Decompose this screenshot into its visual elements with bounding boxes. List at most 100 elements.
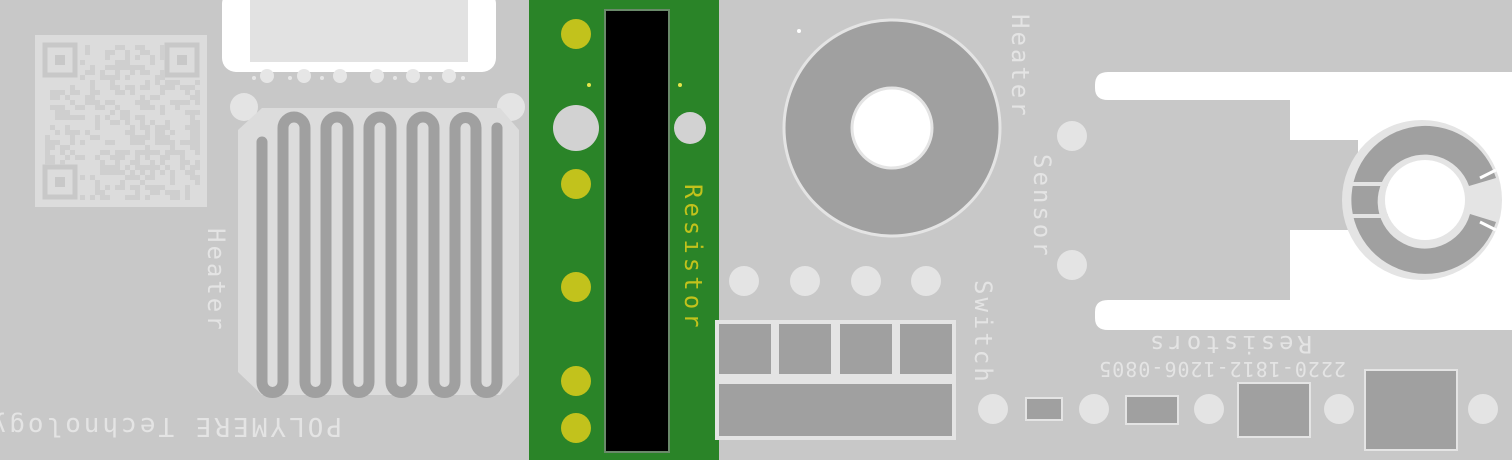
ring-heater: [782, 18, 1002, 238]
qr-module: [185, 190, 190, 195]
qr-module: [135, 45, 140, 50]
qr-module: [140, 120, 145, 125]
qr-code: [35, 35, 207, 207]
qr-module: [170, 130, 175, 135]
qr-module: [80, 105, 85, 110]
qr-module: [125, 130, 130, 135]
qr-module: [100, 150, 105, 155]
qr-module: [125, 50, 130, 55]
qr-module: [180, 165, 185, 170]
qr-module: [105, 55, 110, 60]
qr-module: [105, 170, 110, 175]
qr-module: [130, 85, 135, 90]
qr-module: [140, 95, 145, 100]
qr-module: [160, 110, 165, 115]
qr-module: [165, 125, 170, 130]
qr-module: [50, 105, 55, 110]
qr-module: [160, 45, 165, 50]
qr-module: [145, 100, 150, 105]
qr-module: [115, 60, 120, 65]
qr-module: [105, 65, 110, 70]
qr-module: [145, 105, 150, 110]
qr-module: [90, 70, 95, 75]
qr-module: [130, 175, 135, 180]
qr-module: [145, 135, 150, 140]
qr-module: [55, 95, 60, 100]
qr-module: [50, 95, 55, 100]
mount-hole: [553, 105, 599, 151]
qr-module: [65, 115, 70, 120]
qr-module: [165, 120, 170, 125]
qr-module: [140, 135, 145, 140]
qr-module: [190, 175, 195, 180]
qr-module: [80, 175, 85, 180]
qr-module: [160, 130, 165, 135]
qr-module: [195, 160, 200, 165]
serpentine-heater: [238, 108, 519, 398]
qr-module: [170, 170, 175, 175]
qr-module: [120, 110, 125, 115]
qr-module: [95, 180, 100, 185]
qr-module: [180, 155, 185, 160]
qr-module: [155, 165, 160, 170]
qr-module: [155, 185, 160, 190]
qr-module: [135, 65, 140, 70]
qr-module: [130, 65, 135, 70]
qr-module: [175, 100, 180, 105]
qr-module: [145, 195, 150, 200]
qr-module: [95, 100, 100, 105]
qr-module: [170, 85, 175, 90]
qr-module: [195, 175, 200, 180]
qr-module: [120, 155, 125, 160]
qr-module: [105, 50, 110, 55]
qr-module: [160, 55, 165, 60]
qr-module: [90, 95, 95, 100]
qr-module: [125, 65, 130, 70]
sensor-ring: [1057, 72, 1512, 330]
qr-module: [55, 130, 60, 135]
qr-module: [195, 80, 200, 85]
qr-module: [90, 90, 95, 95]
qr-module: [195, 150, 200, 155]
qr-module: [90, 195, 95, 200]
qr-module: [85, 45, 90, 50]
qr-module: [130, 90, 135, 95]
qr-module: [70, 85, 75, 90]
qr-module: [100, 190, 105, 195]
qr-module: [145, 165, 150, 170]
qr-module: [105, 165, 110, 170]
qr-module: [195, 90, 200, 95]
qr-module: [140, 180, 145, 185]
qr-module: [140, 165, 145, 170]
qr-module: [140, 105, 145, 110]
qr-module: [190, 120, 195, 125]
qr-module: [165, 135, 170, 140]
qr-module: [75, 130, 80, 135]
qr-module: [145, 50, 150, 55]
qr-module: [120, 60, 125, 65]
gold-pad: [561, 19, 591, 49]
qr-module: [190, 130, 195, 135]
qr-module: [70, 100, 75, 105]
qr-module: [140, 45, 145, 50]
qr-module: [180, 85, 185, 90]
qr-module: [105, 75, 110, 80]
qr-module: [170, 140, 175, 145]
qr-module: [185, 195, 190, 200]
qr-module: [115, 45, 120, 50]
qr-module: [160, 155, 165, 160]
qr-module: [135, 195, 140, 200]
qr-module: [115, 150, 120, 155]
qr-module: [95, 90, 100, 95]
qr-module: [55, 90, 60, 95]
qr-module: [135, 115, 140, 120]
qr-module: [140, 100, 145, 105]
qr-module: [190, 95, 195, 100]
qr-module: [125, 175, 130, 180]
qr-module: [155, 190, 160, 195]
qr-module: [195, 145, 200, 150]
qr-module: [55, 140, 60, 145]
qr-module: [115, 70, 120, 75]
qr-module: [155, 150, 160, 155]
